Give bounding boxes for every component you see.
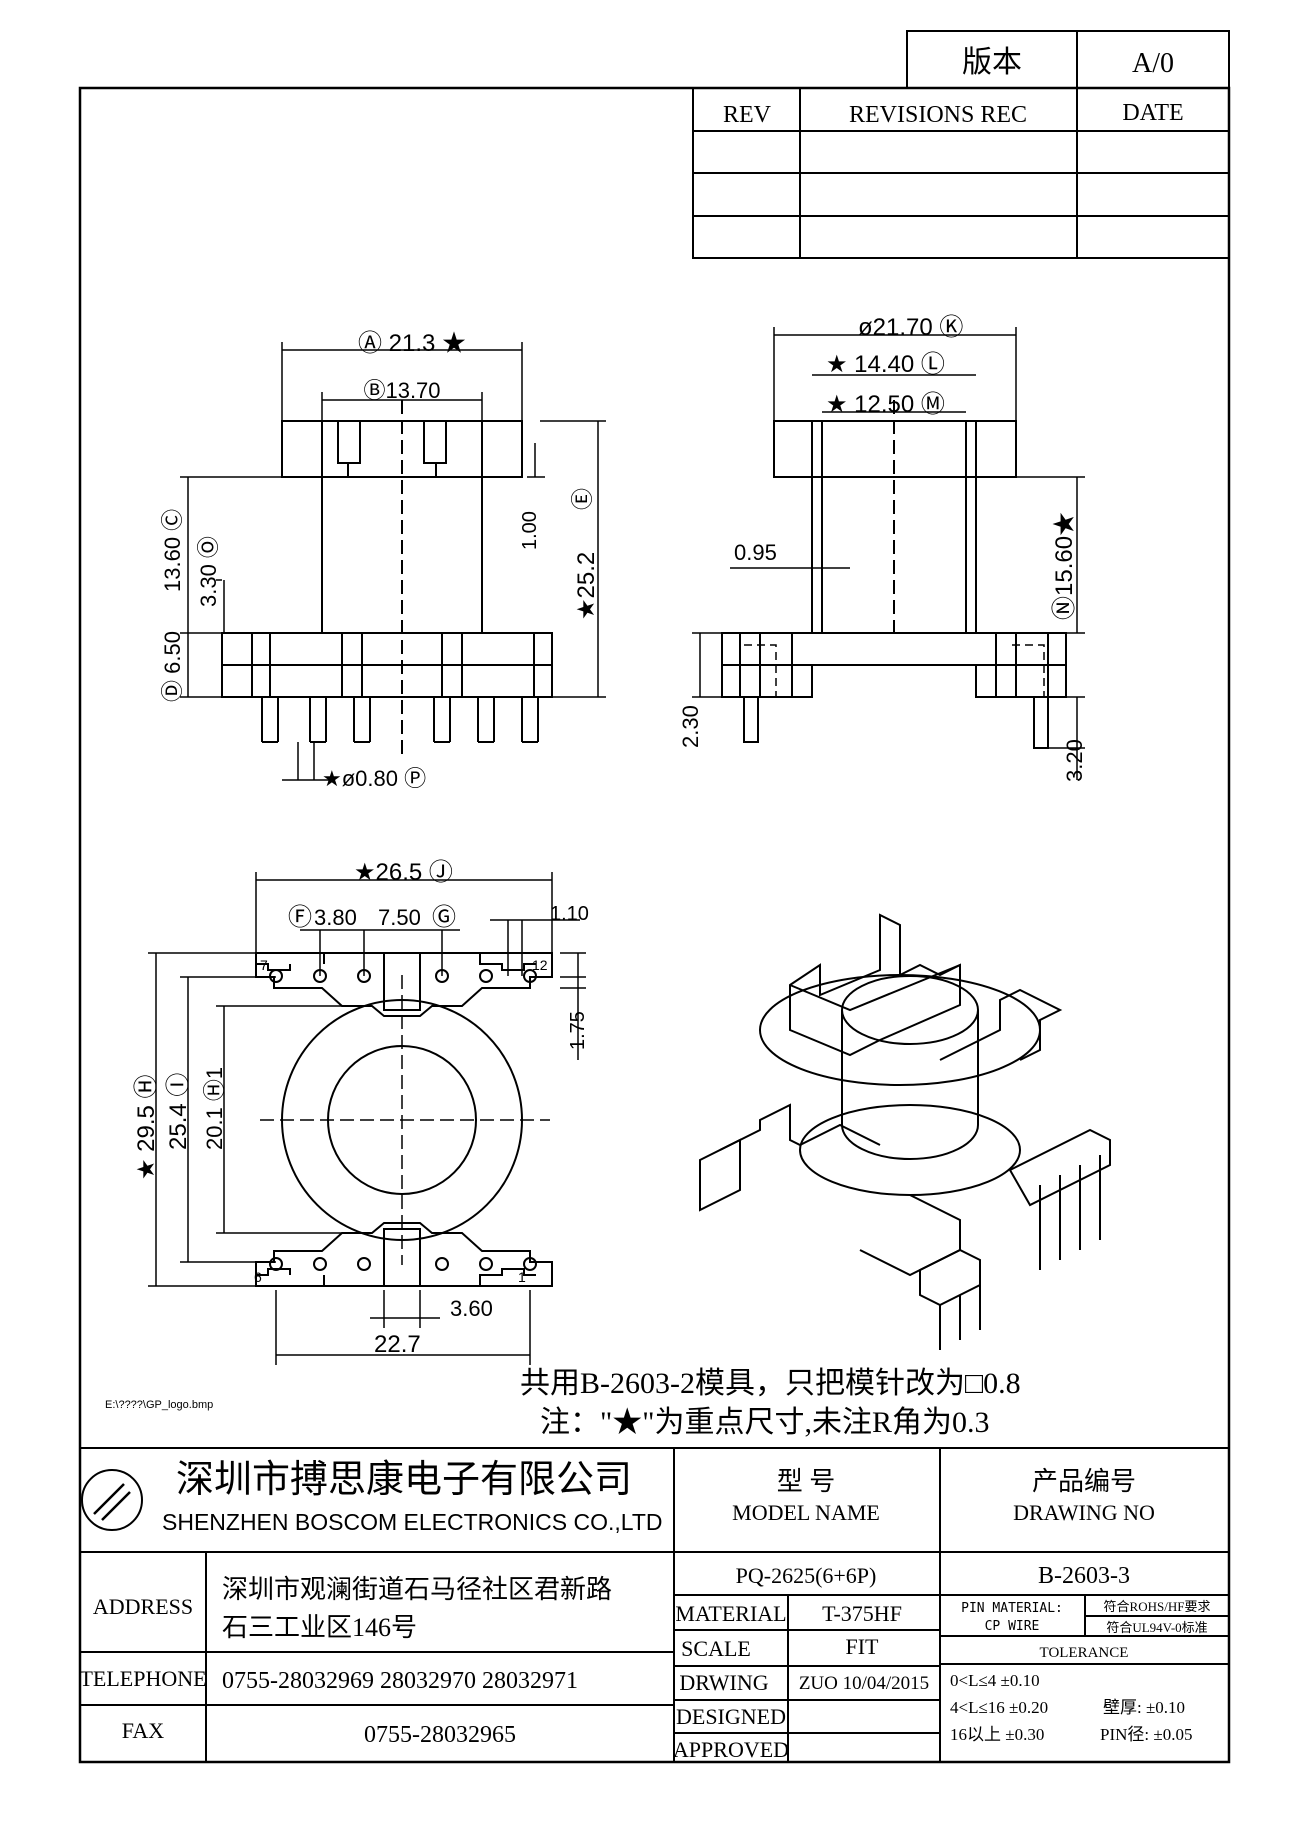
dim-22-7: 22.7 — [374, 1331, 421, 1358]
dim-I: 25.4 Ⓘ — [165, 1073, 192, 1150]
tolerance-label: TOLERANCE — [1040, 1645, 1129, 1661]
version-label: 版本 — [962, 46, 1022, 79]
dim-F-label: Ⓕ — [288, 904, 312, 931]
rohs-compliance: 符合ROHS/HF要求 — [1104, 1599, 1211, 1614]
dim-M: ★ 12.50 Ⓜ — [826, 391, 945, 418]
pin-material-value: CP WIRE — [985, 1619, 1040, 1634]
note-line-1: 共用B-2603-2模具，只把模针改为□0.8 — [520, 1367, 1021, 1400]
dim-O: 3.30 Ⓞ — [196, 536, 221, 607]
address-label: ADDRESS — [93, 1594, 193, 1619]
approved-label: APPROVED — [673, 1737, 789, 1762]
model-label-cn: 型 号 — [777, 1467, 836, 1496]
company-name-cn: 深圳市搏思康电子有限公司 — [176, 1459, 632, 1501]
dim-3-80: 3.80 — [314, 905, 357, 930]
sheet-border — [78, 86, 1231, 1764]
dim-G-label: Ⓖ — [432, 904, 456, 931]
fax-label: FAX — [122, 1718, 164, 1743]
tolerance-row-2: 4<L≤16 ±0.20 — [950, 1698, 1048, 1717]
drawing-label-en: DRAWING NO — [1013, 1500, 1155, 1525]
boscom-logo — [81, 1469, 143, 1531]
revision-table: REV REVISIONS REC DATE — [692, 87, 1230, 259]
dim-7-50: 7.50 — [378, 905, 421, 930]
drwing-label: DRWING — [679, 1670, 768, 1695]
model-label-en: MODEL NAME — [732, 1500, 880, 1525]
address-line-2: 石三工业区146号 — [222, 1613, 417, 1642]
pin-6-label: 6 — [254, 1269, 262, 1285]
company-name-en: SHENZHEN BOSCOM ELECTRONICS CO.,LTD — [162, 1509, 663, 1535]
dim-0-95: 0.95 — [734, 540, 777, 565]
drawing-label-cn: 产品编号 — [1032, 1467, 1136, 1496]
drwing-value: ZUO 10/04/2015 — [799, 1673, 929, 1694]
dim-E: ★25.2 — [573, 552, 600, 620]
side-view: ø21.70 Ⓚ ★ 14.40 Ⓛ ★ 12.50 Ⓜ 0.95 Ⓝ15.60… — [678, 314, 1087, 782]
dim-H1: 20.1 Ⓗ1 — [202, 1067, 227, 1150]
dim-B: Ⓑ13.70 — [363, 378, 440, 403]
scale-value: FIT — [846, 1634, 880, 1659]
version-value: A/0 — [1132, 48, 1174, 79]
address-line-1: 深圳市观澜街道石马径社区君新路 — [222, 1575, 612, 1604]
dim-H: ★ 29.5 Ⓗ — [133, 1074, 160, 1180]
dim-3-60: 3.60 — [450, 1296, 493, 1321]
material-value: T-375HF — [822, 1601, 902, 1626]
front-view: Ⓐ 21.3 ★ Ⓑ13.70 13.60 Ⓒ 3.30 Ⓞ Ⓓ 6.50 Ⓔ … — [160, 330, 606, 791]
date-col-header: DATE — [1122, 100, 1183, 126]
dim-3-20: 3.20 — [1062, 739, 1087, 782]
dim-1-75: 1.75 — [567, 1011, 589, 1050]
dim-L: ★ 14.40 Ⓛ — [826, 351, 945, 378]
tolerance-wall: 壁厚: ±0.10 — [1103, 1698, 1185, 1717]
dim-J: ★26.5 Ⓙ — [354, 859, 453, 886]
dim-K: ø21.70 Ⓚ — [858, 314, 963, 341]
note-line-2: 注："★"为重点尺寸,未注R角为0.3 — [540, 1406, 990, 1439]
drawing-value: B-2603-3 — [1038, 1563, 1130, 1589]
version-box: 版本 A/0 — [906, 30, 1230, 89]
dim-1-00: 1.00 — [519, 511, 541, 550]
dim-D: Ⓓ 6.50 — [160, 631, 185, 702]
tolerance-row-1: 0<L≤4 ±0.10 — [950, 1671, 1040, 1690]
dim-C: 13.60 Ⓒ — [160, 509, 185, 592]
material-label: MATERIAL — [675, 1601, 786, 1626]
tolerance-row-3: 16以上 ±0.30 — [950, 1725, 1044, 1744]
model-value: PQ-2625(6+6P) — [736, 1563, 877, 1588]
scale-label: SCALE — [681, 1636, 751, 1661]
revisions-rec-col-header: REVISIONS REC — [849, 102, 1027, 128]
bottom-view: ★26.5 Ⓙ Ⓕ 3.80 7.50 Ⓖ 1.10 1.75 ★ 29.5 Ⓗ… — [133, 859, 589, 1365]
tolerance-pin: PIN径: ±0.05 — [1100, 1725, 1192, 1744]
telephone-value: 0755-28032969 28032970 28032971 — [222, 1668, 578, 1694]
logo-path-text: E:\????\GP_logo.bmp — [105, 1399, 213, 1411]
isometric-view — [699, 913, 1111, 1350]
telephone-label: TELEPHONE — [79, 1666, 206, 1691]
title-block-text: 深圳市搏思康电子有限公司 SHENZHEN BOSCOM ELECTRONICS… — [79, 1459, 1210, 1762]
pin-12-label: 12 — [532, 957, 548, 973]
dim-1-10: 1.10 — [550, 903, 589, 925]
pin-7-label: 7 — [260, 957, 268, 973]
ul-compliance: 符合UL94V-0标准 — [1106, 1620, 1207, 1635]
notes: E:\????\GP_logo.bmp 共用B-2603-2模具，只把模针改为□… — [105, 1367, 1021, 1439]
pin-1-label: 1 — [518, 1269, 526, 1285]
designed-label: DESIGNED — [676, 1704, 786, 1729]
dim-P: ★ø0.80 Ⓟ — [322, 766, 426, 791]
fax-value: 0755-28032965 — [364, 1722, 516, 1748]
title-block — [80, 1447, 1229, 1762]
dim-2-30: 2.30 — [678, 705, 703, 748]
dim-A: Ⓐ 21.3 ★ — [358, 330, 466, 357]
pin-material-label: PIN MATERIAL: — [961, 1601, 1063, 1616]
dim-N: Ⓝ15.60★ — [1051, 512, 1078, 620]
rev-col-header: REV — [723, 102, 772, 128]
dim-E-label: Ⓔ — [570, 488, 595, 510]
